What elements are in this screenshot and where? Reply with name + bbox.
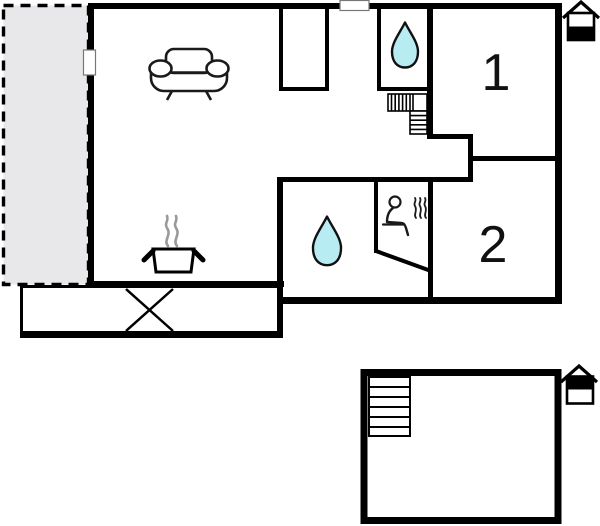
sauna-icon [381,195,427,237]
wall-room1-notch-bottom [427,134,473,139]
wall-sauna-room2-divider [428,179,433,304]
cooking-pot-icon [141,214,206,274]
house-level-icon-ground-floor [561,0,600,42]
water-drop-icon-top-bathroom [390,21,420,69]
upper-plan-walls [88,3,562,337]
crossed-area-wall-top [20,285,280,288]
crossed-area-wall-bottom [20,331,283,338]
crossed-area-wall-left [20,285,23,337]
wall-right [555,3,562,304]
wall-sauna-diagonal [375,249,432,273]
wall-room1-left [427,3,433,139]
wall-bathroom-top-bottom [377,87,433,91]
steam-icon [164,214,179,248]
crossed-area [20,285,283,338]
wall-left [88,3,94,287]
wall-sauna-left [374,179,378,253]
terrace-area [1,3,91,287]
wall-lower-section-left [277,177,283,337]
pot-handle-left [141,248,156,263]
l-staircase-icon [387,93,428,135]
pot-handle-right [191,248,206,263]
sofa-icon [148,47,230,101]
wall-closet-bottom [279,87,329,91]
wall-bottom [277,297,562,304]
wall-bathroom-top-left [377,9,381,89]
wall-closet-left [279,9,283,89]
wall-top [88,3,562,9]
staircase-icon-lower-plan [368,376,411,437]
window-marker [82,49,97,76]
wall-room1-room2-divider [468,156,562,161]
pot-body [151,247,196,274]
sauna-steam-icon [413,197,427,219]
wall-livingroom-bottom [88,281,284,287]
x-mark-icon [125,288,174,332]
room-1-label: 1 [482,44,511,102]
wall-closet-right [325,9,329,89]
room-2-label: 2 [479,216,508,274]
door-marker [339,0,370,12]
lower-plan [360,369,562,524]
house-level-icon-upper-floor [559,363,599,405]
water-drop-icon-lower-bathroom [311,215,343,267]
